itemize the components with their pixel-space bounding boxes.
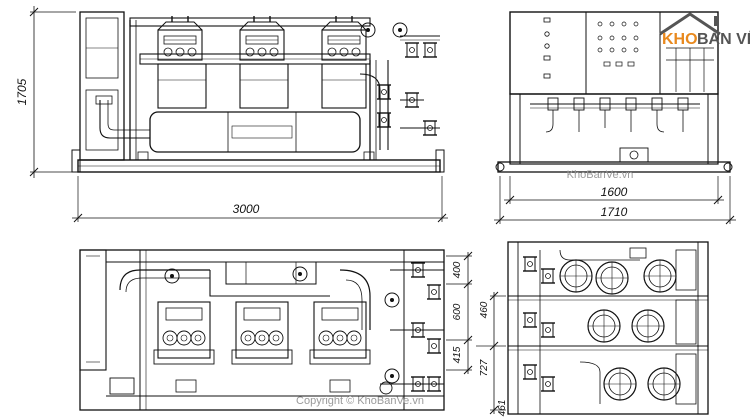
end-view-dimensions	[476, 291, 506, 415]
side-inner-width-dimension: 1600	[601, 185, 628, 199]
side-view	[495, 11, 733, 173]
logo-prefix: KHO	[662, 31, 698, 48]
logo-suffix: BẢN VẼ	[697, 28, 750, 48]
front-view	[71, 11, 445, 173]
top-dim-3: 415	[452, 346, 463, 363]
top-dim-2: 600	[452, 303, 463, 320]
end-dim-1: 460	[479, 301, 490, 318]
site-watermark: KhoBanVe.vn	[567, 169, 634, 181]
end-view	[507, 241, 709, 415]
front-height-dimension: 1705	[15, 78, 29, 105]
side-outer-width-dimension: 1710	[601, 205, 628, 219]
front-width-dimension: 3000	[233, 202, 260, 216]
khobanve-logo: KHO BẢN VẼ	[659, 12, 750, 48]
copyright-watermark: Copyright © KhoBanVe.vn	[296, 395, 424, 407]
house-icon	[659, 12, 721, 36]
front-view-dimensions	[29, 6, 448, 223]
top-dim-1: 400	[452, 261, 463, 278]
top-view	[79, 249, 445, 411]
end-dim-3: 461	[497, 400, 508, 417]
top-view-dimensions	[446, 251, 473, 375]
end-dim-2: 727	[479, 359, 490, 376]
side-view-dimensions	[494, 176, 736, 225]
panel-lamp-grid	[597, 21, 639, 67]
valve-drops	[545, 97, 689, 133]
